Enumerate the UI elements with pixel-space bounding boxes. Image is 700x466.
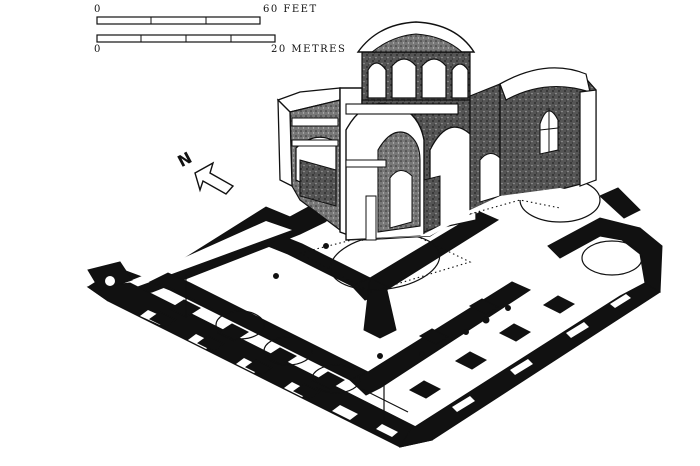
scale-metres-start: 0: [94, 44, 102, 55]
scale-feet-end: 60 FEET: [263, 4, 318, 15]
scale-feet-start: 0: [94, 4, 102, 15]
scale-bar-feet: [96, 16, 261, 25]
scale-metres-end-value: 20: [271, 44, 287, 55]
north-arrow-icon: [194, 161, 235, 195]
floor-plan: [86, 187, 663, 448]
raised-section: [276, 21, 597, 241]
scale-metres-unit: METRES: [291, 44, 347, 55]
scale-bar-metres: [96, 34, 276, 43]
scale-feet-end-value: 60: [263, 4, 279, 15]
scale-feet-unit: FEET: [283, 4, 318, 15]
central-bay-base: [342, 188, 600, 240]
scale-metres-end: 20 METRES: [271, 44, 346, 55]
